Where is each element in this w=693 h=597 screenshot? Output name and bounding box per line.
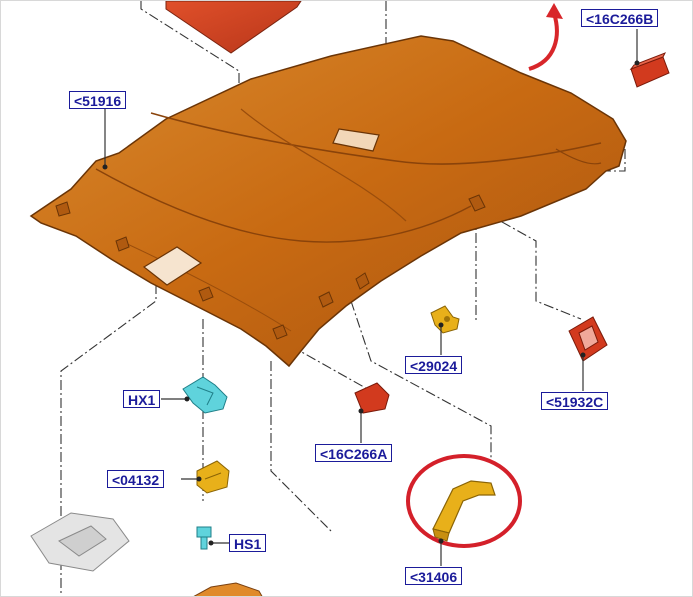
callout-51916[interactable]: <51916 (69, 91, 127, 109)
callout-29024[interactable]: <29024 (405, 356, 463, 374)
highlight-ring (406, 454, 522, 548)
overhead-console-part (30, 512, 130, 572)
direction-arrow-icon (528, 12, 559, 71)
callout-04132[interactable]: <04132 (107, 470, 165, 488)
callout-hx1[interactable]: HX1 (123, 390, 161, 408)
clip-29024-part (430, 305, 460, 334)
callout-51932c[interactable]: <51932C (541, 392, 609, 410)
grab-handle-31406-part (432, 480, 496, 542)
callout-leaders (104, 29, 638, 566)
pad-16c266a-part (354, 382, 390, 414)
screw-hs1-part (196, 526, 212, 550)
callout-dots (102, 60, 640, 546)
retainer-04132-part (196, 460, 230, 494)
arrow-head-icon (546, 3, 563, 19)
callout-16c266a[interactable]: <16C266A (315, 444, 393, 462)
pad-16c266b-top (629, 52, 667, 71)
headliner-part (29, 35, 627, 368)
upper-panel-part (165, 1, 302, 54)
bezel-51932c-part (568, 316, 608, 362)
lower-panel-part (193, 582, 263, 596)
callout-hs1[interactable]: HS1 (229, 534, 267, 552)
callout-31406[interactable]: <31406 (405, 567, 463, 585)
callout-16c266b[interactable]: <16C266B (581, 9, 659, 27)
clip-hx1-part (182, 376, 228, 414)
